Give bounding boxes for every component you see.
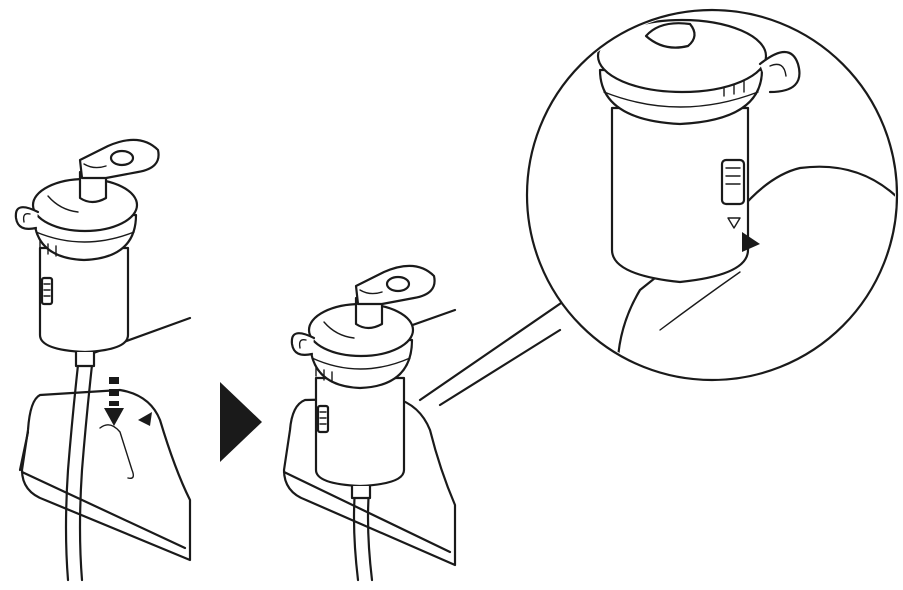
zoom-callout xyxy=(418,8,899,407)
dashed-down-arrow-icon xyxy=(104,377,124,426)
compressor-left xyxy=(18,316,192,562)
holder-slot-left xyxy=(99,424,135,480)
base-alignment-mark xyxy=(742,232,760,252)
left-scene xyxy=(14,138,192,582)
right-triangle-arrow-icon xyxy=(220,382,262,462)
cup-alignment-mark xyxy=(727,217,741,229)
middle-scene xyxy=(282,264,457,582)
air-tube-left xyxy=(64,363,94,582)
nebulizer-kit-left xyxy=(14,138,160,368)
small-triangle-mark-icon xyxy=(138,412,152,426)
nebulizer-kit-middle xyxy=(290,264,436,500)
